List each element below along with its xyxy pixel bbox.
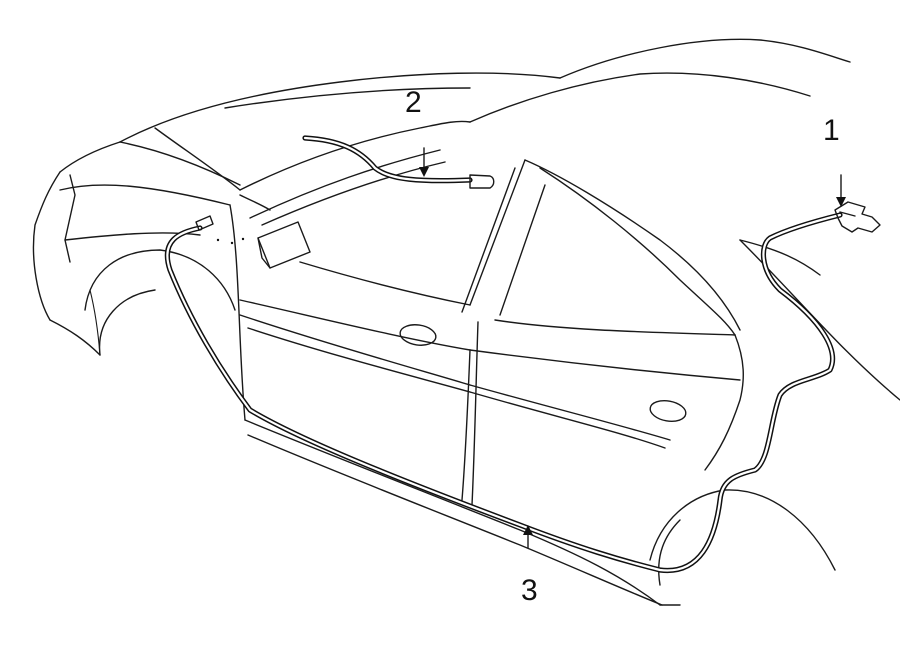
front-cable-connector: [195, 215, 214, 231]
callout-label-2: 2: [405, 86, 422, 119]
callout-arrow-3: [523, 525, 533, 549]
fender-dot: [216, 238, 220, 242]
fender-dot: [230, 241, 234, 245]
callout-arrow-1: [836, 174, 846, 207]
antenna-cable-3: [164, 212, 843, 573]
callout-arrow-2: [419, 147, 429, 177]
fender-dot: [241, 237, 245, 241]
antenna-cable-2: [302, 135, 495, 189]
antenna-cable-2-connector: [469, 174, 495, 189]
callout-label-1: 1: [823, 114, 840, 147]
antenna-module-part-1: [834, 201, 881, 233]
callout-label-3: 3: [521, 574, 538, 607]
car-body: [32, 38, 900, 606]
